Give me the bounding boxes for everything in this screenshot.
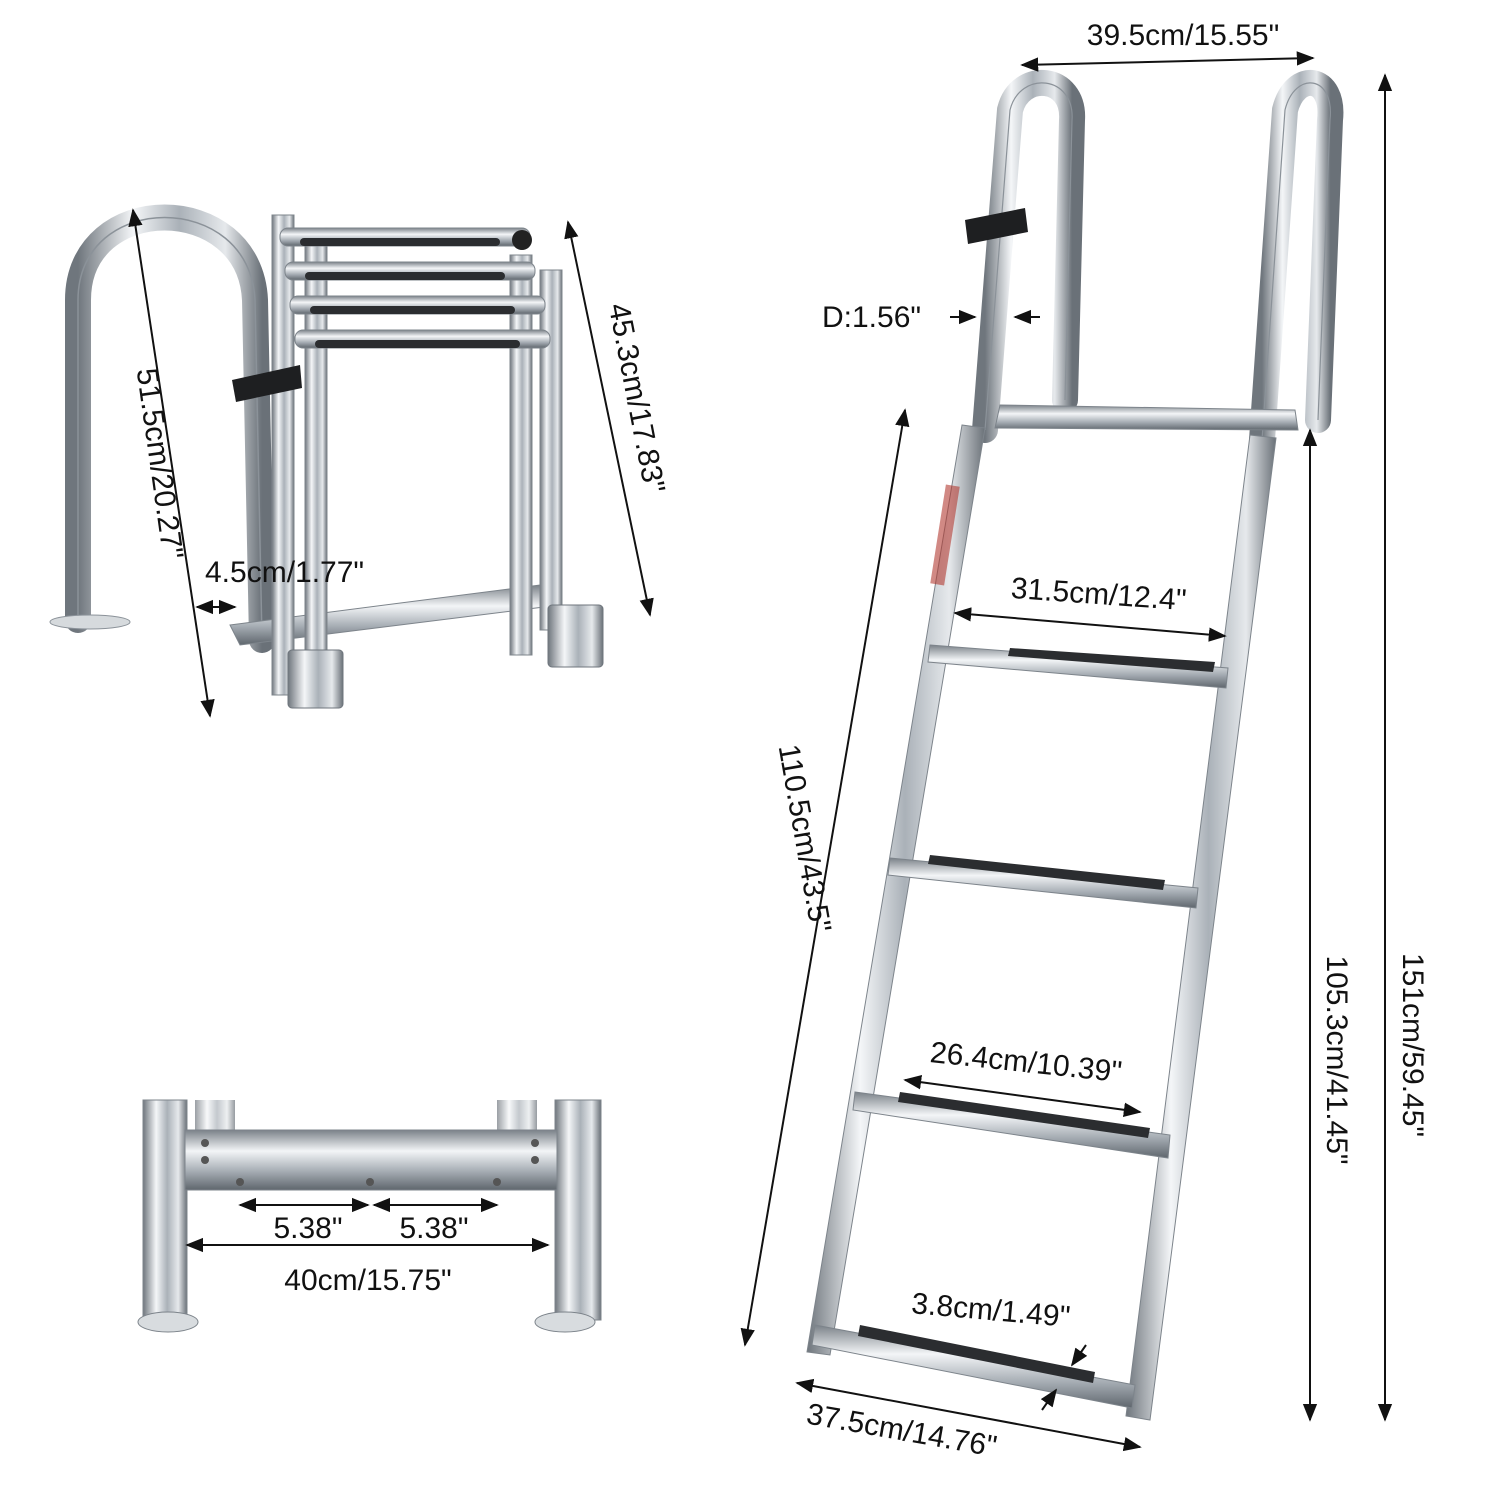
dim-label-bottom-width: 37.5cm/14.76" <box>804 1398 999 1464</box>
folded-ladder-view: 51.5cm/20.27" 45.3cm/17.83" 4.5cm/1.77" <box>49 204 671 718</box>
extended-handle-right <box>1249 70 1344 453</box>
rail-label-sticker <box>930 484 960 586</box>
dim-line-inner-width <box>953 607 1227 642</box>
extended-top-plate <box>994 404 1299 431</box>
folded-rail-back-right <box>539 269 563 631</box>
folded-steps <box>279 227 551 349</box>
dim-line-folded-height <box>564 220 654 617</box>
folded-end-cap-right <box>547 604 604 668</box>
extended-strap <box>965 208 1028 244</box>
mount-post-right <box>554 1099 602 1321</box>
folded-rail-front-left <box>271 214 295 696</box>
dim-line-ladder-length <box>740 408 910 1347</box>
dim-label-step-width: 26.4cm/10.39" <box>929 1036 1124 1089</box>
dim-label-plate-width: 40cm/15.75" <box>284 1264 451 1297</box>
dim-label-inner-width: 31.5cm/12.4" <box>1010 572 1188 617</box>
dim-label-folded-height: 45.3cm/17.83" <box>602 301 671 496</box>
folded-end-cap-left <box>287 649 344 709</box>
dim-label-mount-offset: 4.5cm/1.77" <box>205 556 364 589</box>
mount-foot-left <box>137 1311 199 1333</box>
folded-knob <box>512 230 532 250</box>
extended-ladder-view: 39.5cm/15.55" D:1.56" 31.5cm/12.4" 110.5… <box>740 19 1429 1464</box>
dim-label-handle-span: 39.5cm/15.55" <box>1087 19 1279 52</box>
dim-line-step-width <box>903 1075 1142 1117</box>
dim-label-tube-diameter: D:1.56" <box>822 301 921 334</box>
dim-line-bottom-width <box>795 1378 1142 1452</box>
dim-label-hole-spacing-left: 5.38" <box>273 1212 342 1245</box>
dim-label-total-height: 151cm/59.45" <box>1396 953 1429 1137</box>
dim-label-hole-spacing-right: 5.38" <box>399 1212 468 1245</box>
mount-post-left <box>142 1099 188 1321</box>
extended-rail-left <box>806 424 986 1356</box>
dim-label-handle-height: 51.5cm/20.27" <box>130 366 189 561</box>
folded-handle-foot <box>49 614 131 630</box>
folded-rail-right <box>509 254 533 656</box>
folded-strap <box>232 365 302 402</box>
extended-rail-right <box>1125 434 1277 1421</box>
mount-foot-right <box>534 1311 596 1333</box>
dim-label-ladder-length: 110.5cm/43.5" <box>772 742 838 935</box>
dim-label-extended-height: 105.3cm/41.45" <box>1320 955 1353 1164</box>
dim-label-step-depth: 3.8cm/1.49" <box>910 1287 1071 1334</box>
mount-plate-view: 5.38" 5.38" 40cm/15.75" <box>137 1099 602 1333</box>
dim-line-handle-span <box>1020 51 1315 72</box>
dim-line-handle-height <box>128 208 215 718</box>
